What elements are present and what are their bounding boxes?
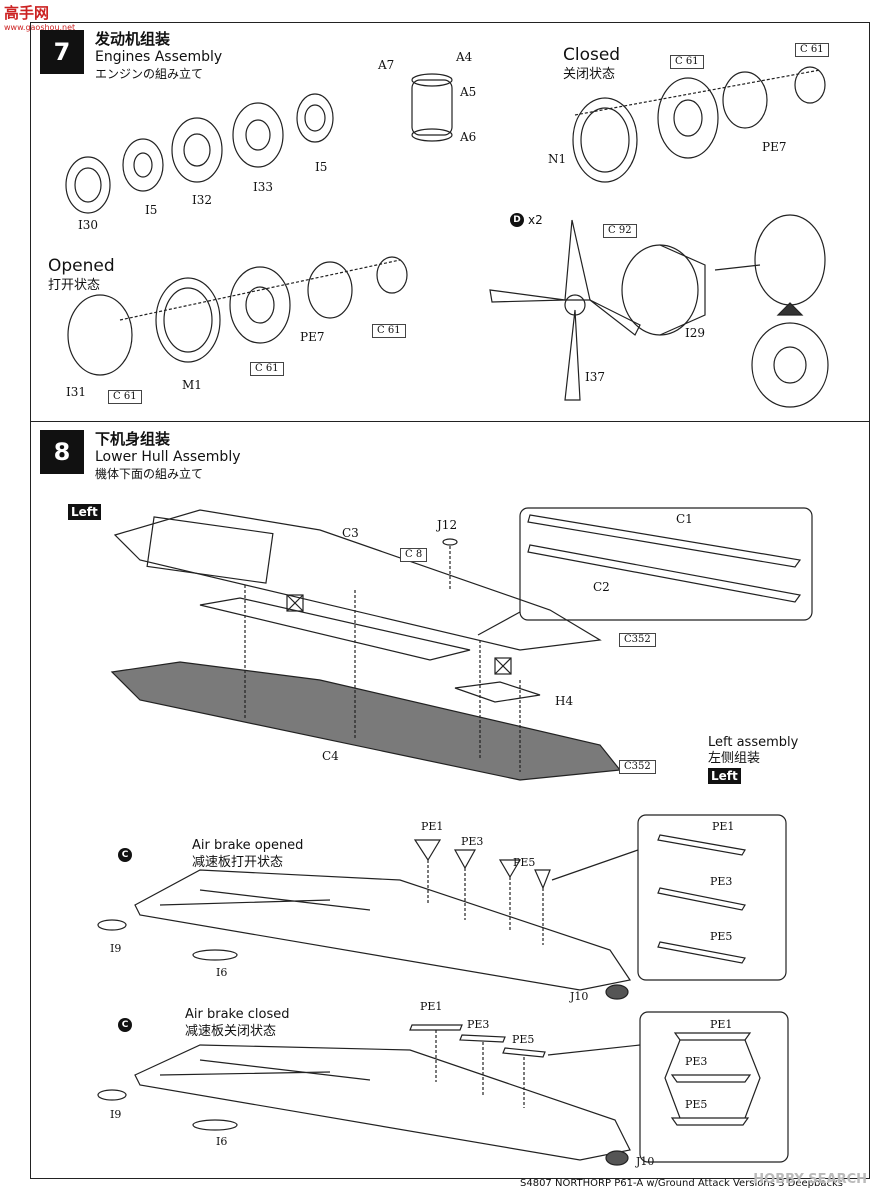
part-m1: M1 bbox=[182, 378, 202, 392]
step8-number: 8 bbox=[40, 430, 84, 474]
part-c1: C1 bbox=[676, 512, 693, 526]
logo-url: www.gaoshou.net bbox=[4, 23, 76, 32]
opened-en: Opened bbox=[48, 256, 115, 276]
part-i6-a: I6 bbox=[216, 966, 228, 979]
part-pe3-b: PE3 bbox=[467, 1018, 490, 1031]
inset-pe1-a: PE1 bbox=[712, 820, 735, 833]
part-i37: I37 bbox=[585, 370, 606, 384]
part-i32: I32 bbox=[192, 193, 213, 207]
callout-d: D bbox=[510, 213, 524, 227]
part-pe5-a: PE5 bbox=[513, 856, 536, 869]
callout-c-closed: C bbox=[118, 1018, 132, 1032]
step7-title-cn: 发动机组装 bbox=[95, 30, 171, 48]
multiplier-x2: x2 bbox=[528, 213, 543, 227]
site-logo: 高手网 www.gaoshou.net bbox=[4, 2, 75, 32]
closed-en: Closed bbox=[563, 45, 621, 65]
part-a7: A7 bbox=[378, 58, 395, 72]
logo-text: 高手网 bbox=[4, 4, 50, 22]
part-pe7-a: PE7 bbox=[762, 140, 787, 154]
ref-c352-a: C352 bbox=[619, 633, 656, 647]
left-assembly-en: Left assembly bbox=[708, 735, 799, 750]
step8-titles: 下机身组装 Lower Hull Assembly 機体下面の組み立て bbox=[95, 428, 241, 482]
airbrake-closed-en: Air brake closed bbox=[185, 1007, 290, 1022]
part-j12: J12 bbox=[437, 518, 458, 532]
part-a5: A5 bbox=[460, 85, 477, 99]
step7-title-jp: エンジンの組み立て bbox=[95, 67, 204, 81]
part-pe7-b: PE7 bbox=[300, 330, 325, 344]
airbrake-opened-cn: 减速板打开状态 bbox=[192, 855, 284, 870]
left-tag-2: Left bbox=[708, 768, 741, 784]
inset-pe5-a: PE5 bbox=[710, 930, 733, 943]
left-tag: Left bbox=[68, 504, 101, 520]
closed-cn: 关闭状态 bbox=[563, 67, 616, 82]
part-j10-b: J10 bbox=[636, 1155, 655, 1168]
part-pe5-b: PE5 bbox=[512, 1033, 535, 1046]
part-i31: I31 bbox=[66, 385, 87, 399]
airbrake-closed-cn: 减速板关闭状态 bbox=[185, 1024, 277, 1039]
ref-c8: C 8 bbox=[400, 548, 428, 562]
ref-c61-c: C 61 bbox=[372, 324, 406, 338]
part-pe3-a: PE3 bbox=[461, 835, 484, 848]
airbrake-opened-en: Air brake opened bbox=[192, 838, 304, 853]
inset-pe5-b: PE5 bbox=[685, 1098, 708, 1111]
step7-title-en: Engines Assembly bbox=[95, 49, 223, 65]
part-i6-b: I6 bbox=[216, 1135, 228, 1148]
ref-c92: C 92 bbox=[603, 224, 637, 238]
part-i5-a: I5 bbox=[145, 203, 158, 217]
step8-title-en: Lower Hull Assembly bbox=[95, 449, 241, 465]
inset-pe3-a: PE3 bbox=[710, 875, 733, 888]
part-pe1-a: PE1 bbox=[421, 820, 444, 833]
ref-c352-b: C352 bbox=[619, 760, 656, 774]
part-c2: C2 bbox=[593, 580, 610, 594]
ref-c61-d: C 61 bbox=[250, 362, 284, 376]
step7-titles: 发动机组装 Engines Assembly エンジンの組み立て bbox=[95, 28, 222, 82]
part-i9-a: I9 bbox=[110, 942, 122, 955]
inset-pe3-b: PE3 bbox=[685, 1055, 708, 1068]
part-i29: I29 bbox=[685, 326, 706, 340]
part-a4: A4 bbox=[456, 50, 473, 64]
callout-c-opened: C bbox=[118, 848, 132, 862]
step8-title-jp: 機体下面の組み立て bbox=[95, 467, 204, 481]
part-i33: I33 bbox=[253, 180, 274, 194]
part-h4: H4 bbox=[555, 694, 574, 708]
part-pe1-b: PE1 bbox=[420, 1000, 443, 1013]
opened-cn: 打开状态 bbox=[48, 278, 101, 293]
step8-title-cn: 下机身组装 bbox=[95, 430, 171, 448]
footer-text: S4807 NORTHORP P61-A w/Ground Attack Ver… bbox=[520, 1178, 844, 1189]
part-c4: C4 bbox=[322, 749, 339, 763]
ref-c61-e: C 61 bbox=[108, 390, 142, 404]
part-n1: N1 bbox=[548, 152, 567, 166]
part-i9-b: I9 bbox=[110, 1108, 122, 1121]
ref-c61-a: C 61 bbox=[670, 55, 704, 69]
ref-c61-b: C 61 bbox=[795, 43, 829, 57]
part-a6: A6 bbox=[460, 130, 477, 144]
part-c3: C3 bbox=[342, 526, 359, 540]
left-assembly-cn: 左侧组装 bbox=[708, 751, 761, 766]
step8-frame bbox=[30, 421, 870, 1179]
part-i5-b: I5 bbox=[315, 160, 328, 174]
site-mark: HOBBY SEARCH bbox=[753, 1172, 867, 1187]
step7-number: 7 bbox=[40, 30, 84, 74]
part-i30: I30 bbox=[78, 218, 99, 232]
part-j10-a: J10 bbox=[570, 990, 589, 1003]
inset-pe1-b: PE1 bbox=[710, 1018, 733, 1031]
